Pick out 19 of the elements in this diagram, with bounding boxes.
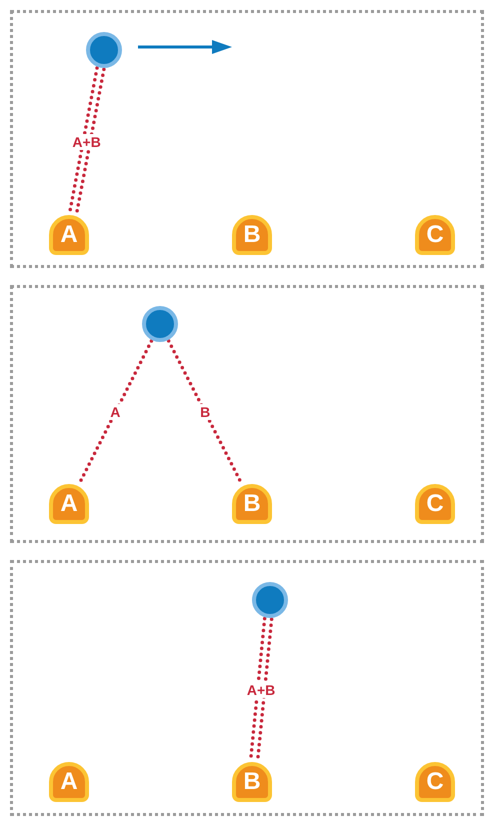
letter-badge: B bbox=[232, 762, 272, 802]
dotted-frame bbox=[10, 10, 484, 268]
letter-badge: C bbox=[415, 484, 455, 524]
edge-label: A bbox=[109, 404, 122, 420]
edge-label: A+B bbox=[246, 682, 276, 698]
letter-badge: A bbox=[49, 762, 89, 802]
circle-marker bbox=[86, 32, 122, 68]
circle-marker bbox=[252, 582, 288, 618]
letter-badge: A bbox=[49, 215, 89, 255]
letter-badge: B bbox=[232, 215, 272, 255]
dotted-frame bbox=[10, 560, 484, 816]
letter-badge: C bbox=[415, 215, 455, 255]
edge-label: B bbox=[199, 404, 212, 420]
letter-badge: B bbox=[232, 484, 272, 524]
letter-badge: C bbox=[415, 762, 455, 802]
dotted-frame bbox=[10, 285, 484, 543]
edge-label: A+B bbox=[71, 134, 102, 150]
letter-badge: A bbox=[49, 484, 89, 524]
circle-marker bbox=[142, 306, 178, 342]
